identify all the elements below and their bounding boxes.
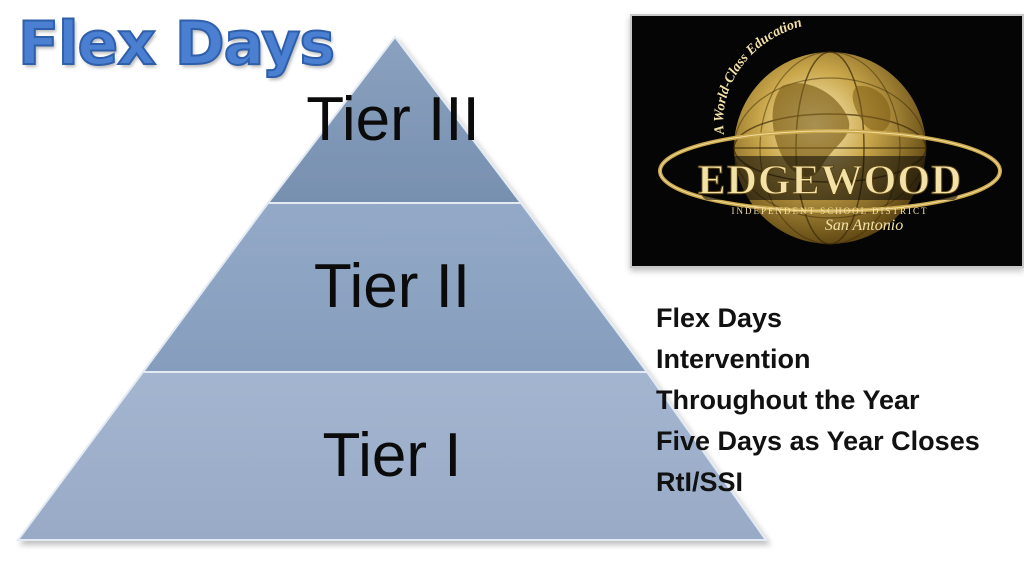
logo-wordmark: EDGEWOOD: [698, 158, 963, 204]
tier-2-label: Tier II: [314, 252, 470, 321]
tier-1-label: Tier I: [323, 421, 462, 490]
note-line: Intervention: [656, 344, 811, 374]
globe-emblem: A World-Class Education EDGEWOOD INDEPEN…: [658, 16, 1002, 245]
slide-title: Flex Days: [17, 9, 336, 79]
tier-3-label: Tier III: [306, 85, 479, 154]
note-line: Five Days as Year Closes: [656, 426, 980, 456]
logo-tagline: INDEPENDENT SCHOOL DISTRICT: [732, 206, 929, 216]
edgewood-logo: A World-Class Education EDGEWOOD INDEPEN…: [630, 14, 1024, 268]
note-line: RtI/SSI: [656, 467, 744, 497]
logo-script: San Antonio: [825, 217, 903, 234]
note-line: Throughout the Year: [656, 385, 920, 415]
tier-1-segment: [16, 371, 768, 541]
note-line: Flex Days: [656, 303, 783, 333]
flex-days-notes: Flex Days Intervention Throughout the Ye…: [656, 298, 980, 503]
